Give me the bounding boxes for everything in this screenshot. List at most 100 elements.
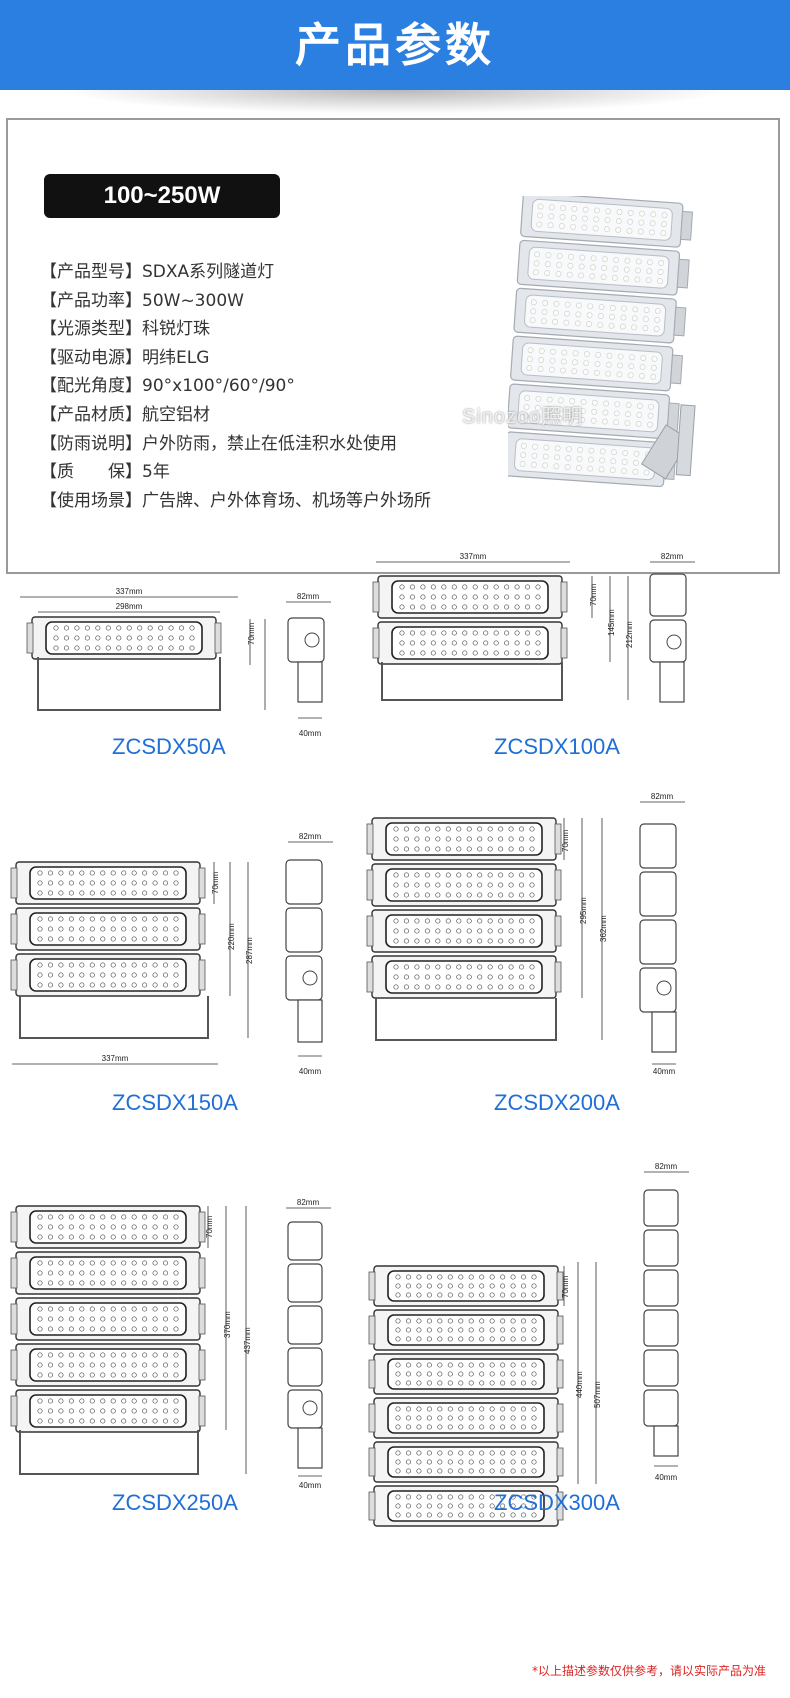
lamp-module — [10, 1205, 206, 1249]
product-module — [510, 335, 684, 392]
spec-row-warranty: 【质 保】5年 — [40, 458, 500, 487]
lamp-module — [10, 953, 206, 997]
diagram-zcsdx300a-side: 82mm 40mm — [643, 1162, 689, 1482]
dim-bracket: 40mm — [655, 1473, 678, 1482]
lamp-module — [366, 955, 562, 999]
product-photo — [508, 196, 696, 488]
lamp-module — [368, 1353, 564, 1395]
spec-value: 90°x100°/60°/90° — [142, 376, 295, 397]
dim-bracket: 40mm — [299, 1067, 322, 1076]
dim-height: 287mm — [245, 937, 254, 964]
dim-inner: 298mm — [116, 602, 143, 611]
header-shadow — [60, 90, 730, 114]
dim-height: 507mm — [593, 1381, 602, 1408]
dim-module: 70mm — [247, 622, 256, 645]
dim-bracket: 40mm — [653, 1067, 676, 1076]
lamp-module — [368, 1441, 564, 1483]
spec-value: 户外防雨，禁止在低洼积水处使用 — [142, 433, 397, 454]
lamp-module — [10, 1251, 206, 1295]
disclaimer-note: *以上描述参数仅供参考，请以实际产品为准 — [531, 1664, 766, 1678]
diagram-zcsdx50a-side: 82mm 40mm — [286, 592, 331, 738]
dim-module: 70mm — [561, 829, 570, 852]
product-module — [513, 287, 687, 344]
dim-mid: 440mm — [575, 1371, 584, 1398]
lamp-module — [26, 616, 222, 660]
dim-height: 362mm — [599, 915, 608, 942]
lamp-module — [368, 1485, 564, 1527]
product-module — [508, 383, 680, 440]
diagram-zcsdx200a-side: 82mm 40mm — [639, 792, 685, 1076]
dim-module: 70mm — [561, 1275, 570, 1298]
spec-row-application: 【使用场景】广告牌、户外体育场、机场等户外场所 — [40, 487, 500, 516]
dim-depth: 82mm — [299, 832, 322, 841]
spec-list: 【产品型号】SDXA系列隧道灯 【产品功率】50W~300W 【光源类型】科锐灯… — [40, 258, 500, 515]
lamp-module — [366, 817, 562, 861]
diagram-zcsdx300a-dims: 440mm 507mm — [575, 1262, 602, 1484]
dim-module: 70mm — [205, 1215, 214, 1238]
spec-key: 【质 保】 — [40, 462, 142, 483]
spec-key: 【防雨说明】 — [40, 433, 142, 454]
product-module — [508, 431, 677, 488]
spec-key: 【使用场景】 — [40, 490, 142, 511]
spec-row-driver: 【驱动电源】明纬ELG — [40, 344, 500, 373]
spec-value: 50W~300W — [142, 290, 244, 311]
dim-mid: 145mm — [607, 609, 616, 636]
diagram-zcsdx300a-front: 70mm — [368, 1265, 570, 1527]
spec-row-waterproof: 【防雨说明】户外防雨，禁止在低洼积水处使用 — [40, 430, 500, 459]
dim-width: 337mm — [116, 587, 143, 596]
spec-value: 航空铝材 — [142, 404, 210, 425]
spec-key: 【产品材质】 — [40, 404, 142, 425]
dim-depth: 82mm — [651, 792, 674, 801]
model-name: ZCSDX300A — [494, 1490, 620, 1515]
diagram-zcsdx100a-side: 82mm — [649, 552, 695, 703]
spec-row-beam-angle: 【配光角度】90°x100°/60°/90° — [40, 372, 500, 401]
lamp-module — [368, 1309, 564, 1351]
spec-value: 科锐灯珠 — [142, 319, 210, 340]
lamp-module — [366, 909, 562, 953]
dim-depth: 82mm — [661, 552, 684, 561]
dim-width: 337mm — [460, 552, 487, 561]
dim-module: 70mm — [211, 871, 220, 894]
spec-value: 5年 — [142, 462, 170, 483]
dim-width: 337mm — [102, 1054, 129, 1063]
spec-value: SDXA系列隧道灯 — [142, 262, 275, 282]
spec-key: 【产品型号】 — [40, 262, 142, 282]
diagram-zcsdx100a-front: 337mm 70mm 145mm 212mm — [372, 552, 634, 701]
product-module — [520, 196, 694, 248]
dim-bracket: 40mm — [299, 729, 322, 738]
diagram-zcsdx150a-side: 82mm 40mm — [285, 832, 333, 1076]
dim-bracket: 40mm — [299, 1481, 322, 1490]
spec-row-light-source: 【光源类型】科锐灯珠 — [40, 315, 500, 344]
lamp-module — [368, 1397, 564, 1439]
product-module — [516, 239, 690, 296]
power-range-badge: 100~250W — [44, 174, 280, 218]
model-name: ZCSDX250A — [112, 1490, 238, 1515]
header-bar — [0, 0, 790, 90]
diagram-zcsdx150a-front: 337mm 70mm 220mm 287mm — [10, 861, 254, 1065]
lamp-module — [368, 1265, 564, 1307]
spec-key: 【光源类型】 — [40, 319, 142, 340]
dim-depth: 82mm — [297, 1198, 320, 1207]
lamp-module — [372, 621, 568, 665]
lamp-module — [10, 1343, 206, 1387]
page-title: 产品参数 — [295, 18, 495, 72]
dim-depth: 82mm — [655, 1162, 678, 1171]
spec-row-material: 【产品材质】航空铝材 — [40, 401, 500, 430]
model-name: ZCSDX150A — [112, 1090, 238, 1115]
model-name: ZCSDX200A — [494, 1090, 620, 1115]
lamp-module — [10, 907, 206, 951]
spec-key: 【驱动电源】 — [40, 347, 142, 368]
spec-key: 【配光角度】 — [40, 376, 142, 397]
diagram-zcsdx200a-front: 70mm 295mm 362mm — [366, 817, 608, 1041]
watermark-logo: Sinozoo照明 — [462, 406, 584, 428]
dim-mid: 220mm — [227, 923, 236, 950]
lamp-module — [372, 575, 568, 619]
model-name: ZCSDX100A — [494, 734, 620, 759]
lamp-module — [10, 861, 206, 905]
dim-depth: 82mm — [297, 592, 320, 601]
dim-height: 212mm — [625, 621, 634, 648]
diagram-zcsdx250a-front: 70mm 370mm 437mm — [10, 1205, 252, 1475]
lamp-module — [10, 1297, 206, 1341]
lamp-module — [10, 1389, 206, 1433]
dim-module: 70mm — [589, 583, 598, 606]
